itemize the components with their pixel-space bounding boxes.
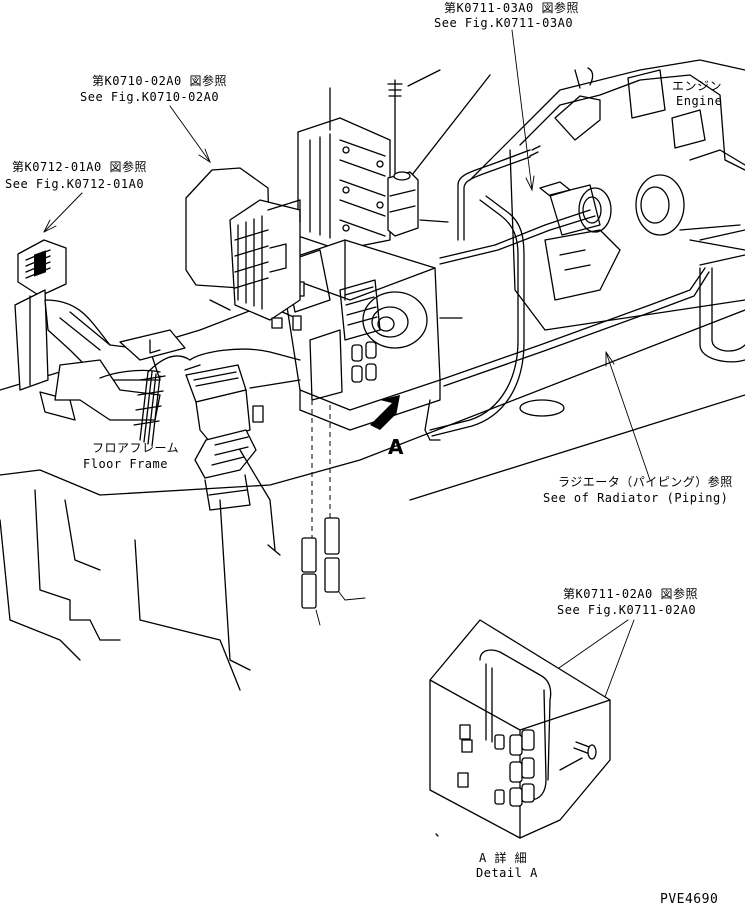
left-duct-system: [14, 239, 191, 447]
refrigerant-piping: [424, 145, 710, 441]
drawing-number: PVE4690: [660, 892, 718, 907]
engine-label-jp: エンジン: [672, 79, 722, 93]
detail-a-label-jp: A 詳 細: [479, 850, 527, 865]
ref-k0711-03a0-jp: 第K0711-03A0 図参照: [444, 0, 579, 15]
condenser-unit: [297, 117, 391, 251]
ref-k0710-02a0-en: See Fig.K0710-02A0: [80, 90, 219, 104]
view-arrow-a: [370, 395, 400, 430]
ref-k0712-01a0-jp: 第K0712-01A0 図参照: [12, 159, 147, 174]
engine-label-en: Engine: [676, 94, 722, 108]
radiator-ref-en: See of Radiator (Piping): [543, 491, 728, 505]
floor-details: [209, 69, 463, 556]
engine-assembly: [469, 59, 745, 363]
ref-k0712-01a0-en: See Fig.K0712-01A0: [5, 177, 144, 191]
heater-core: [185, 167, 301, 329]
detail-a-inset: [429, 619, 611, 839]
ref-k0711-02a0-jp: 第K0711-02A0 図参照: [563, 586, 698, 601]
ref-k0711-03a0-en: See Fig.K0711-03A0: [434, 16, 573, 30]
view-marker-a: A: [388, 435, 404, 459]
ref-k0710-02a0-jp: 第K0710-02A0 図参照: [92, 73, 227, 88]
ref-k0711-02a0-en: See Fig.K0711-02A0: [557, 603, 696, 617]
center-vent: [184, 348, 301, 511]
floor-frame-label-jp: フロアフレーム: [92, 441, 179, 455]
receiver-dryer: [387, 79, 419, 237]
floor-frame-label-en: Floor Frame: [83, 457, 168, 471]
drain-hoses: [301, 400, 366, 626]
radiator-ref-jp: ラジエータ（パイピング）参照: [558, 474, 733, 489]
blower-unit: [277, 239, 441, 431]
detail-a-label-en: Detail A: [476, 866, 538, 880]
